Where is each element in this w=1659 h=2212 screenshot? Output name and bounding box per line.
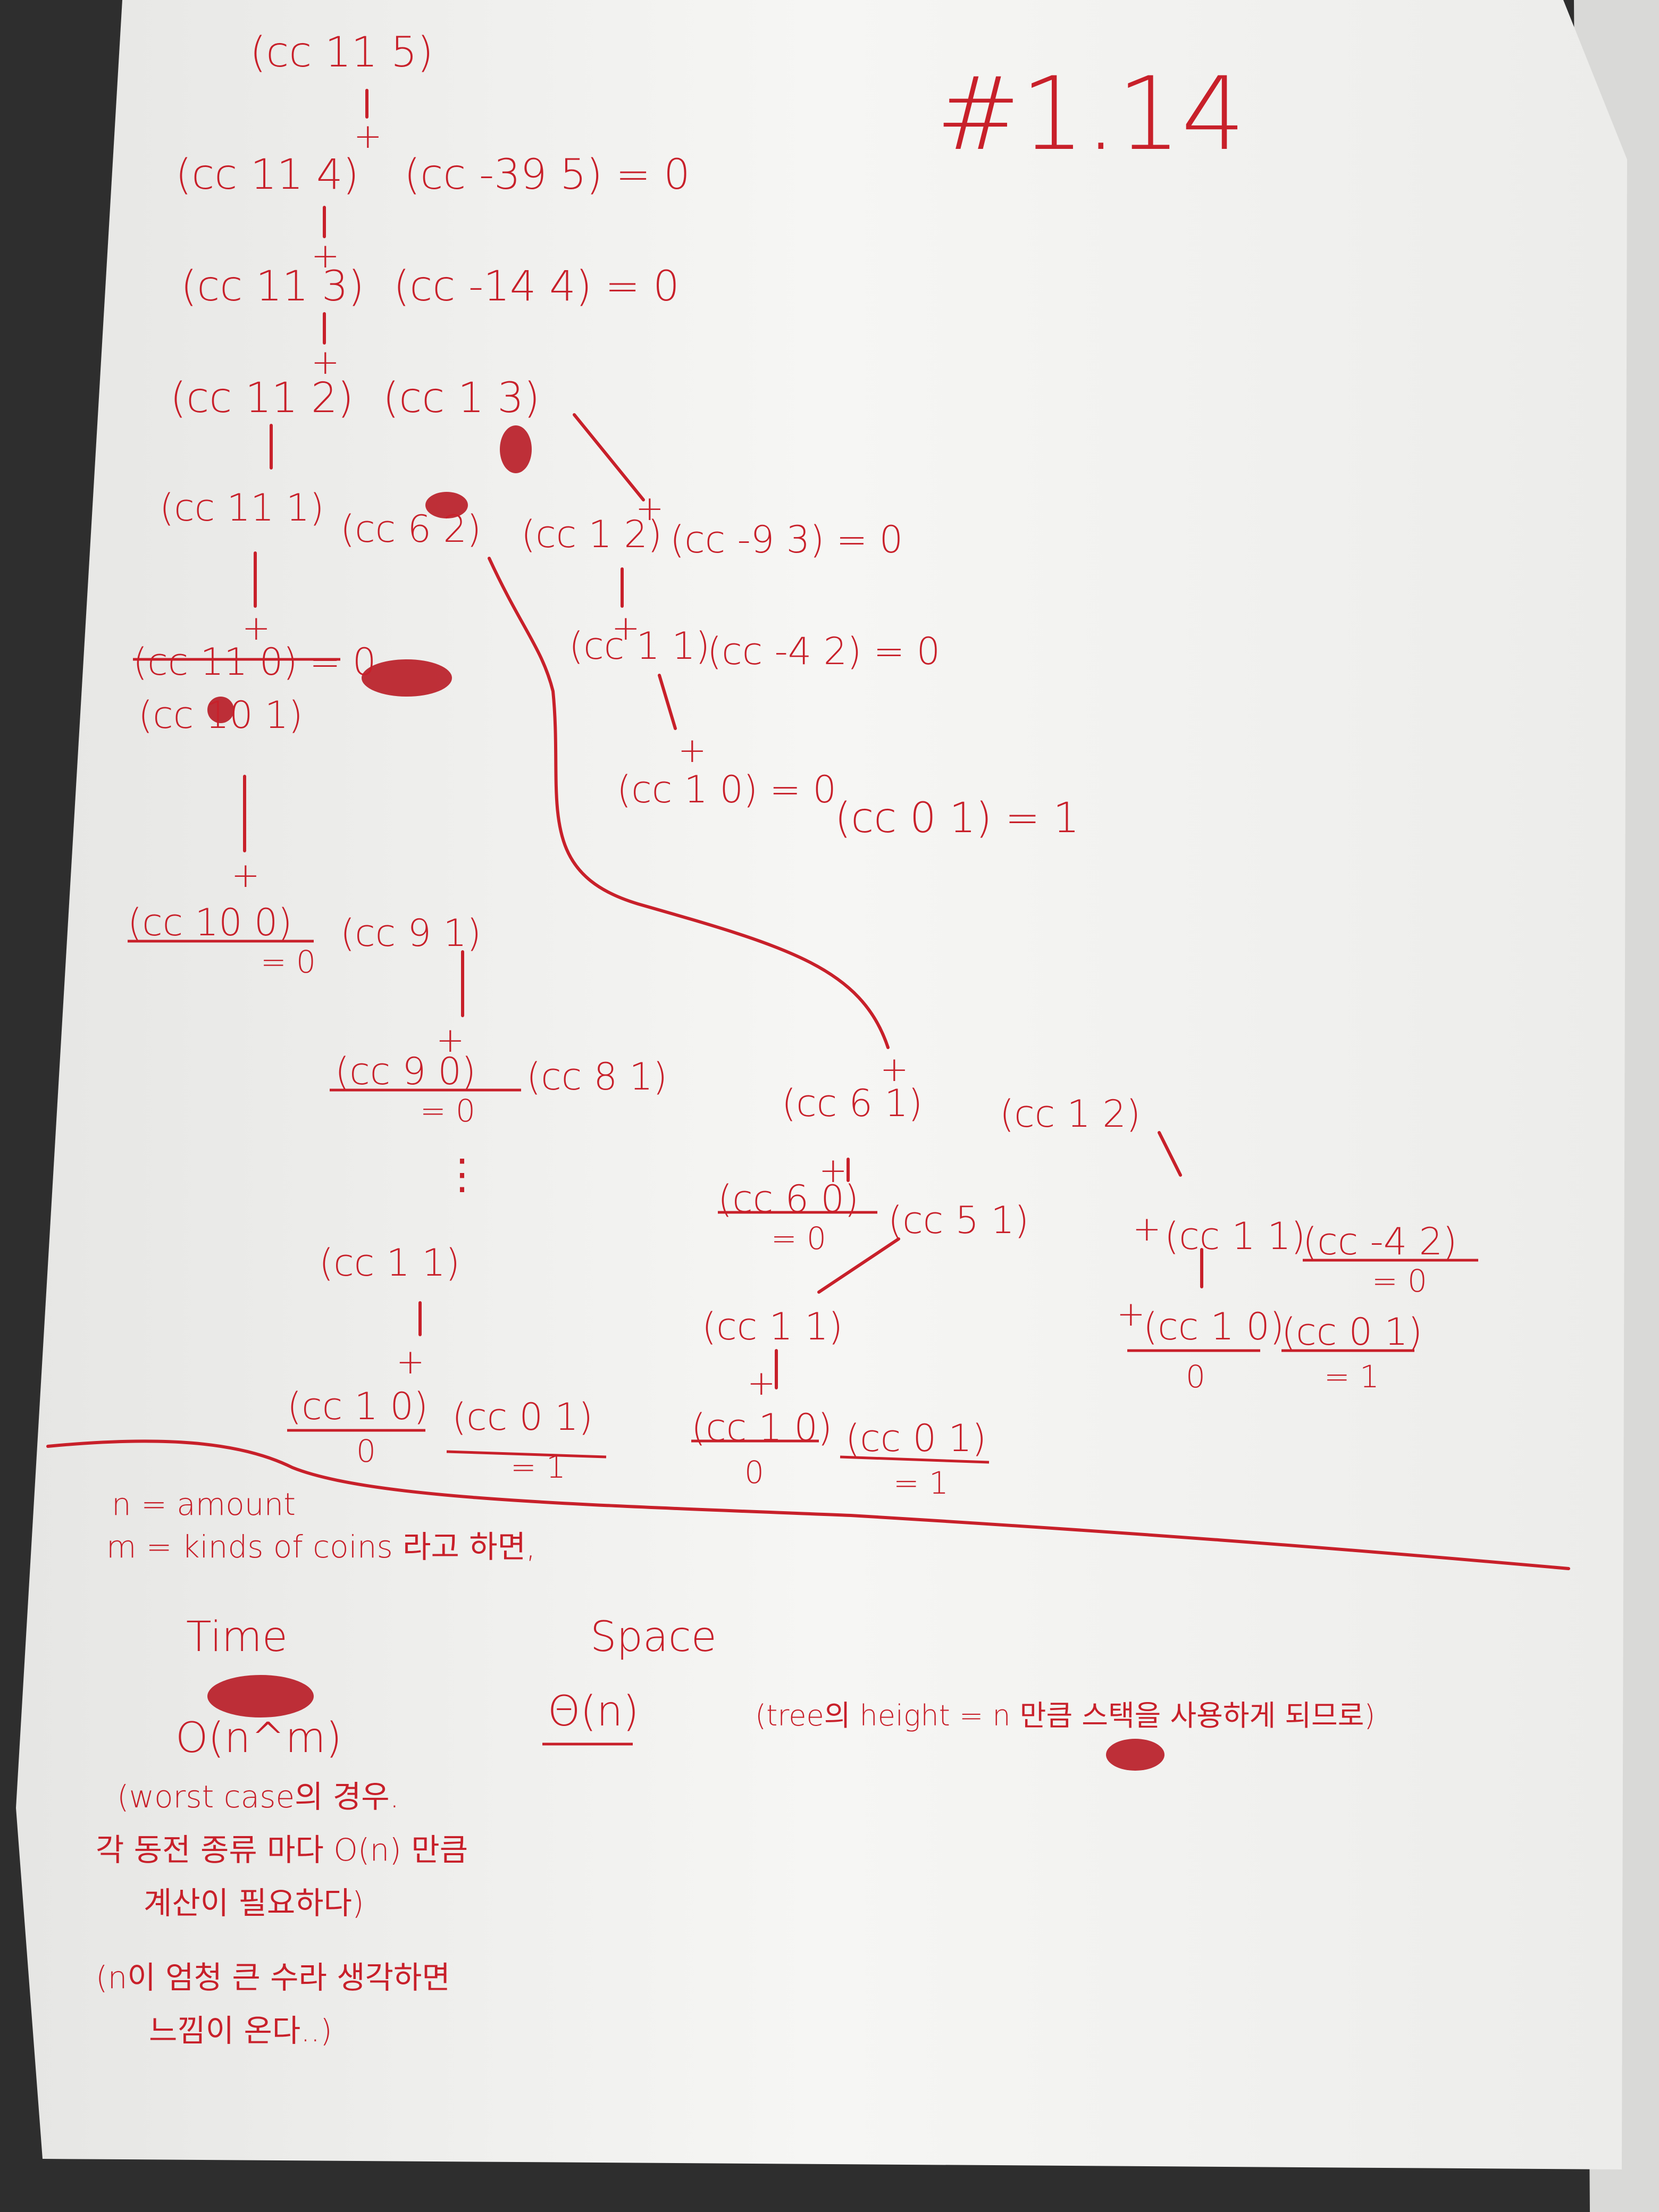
node-cc-1-0-d: (cc 1 0)	[1143, 1305, 1285, 1348]
tree-lines	[46, 89, 1570, 1570]
time-note-line-4: (n이 엄청 큰 수라 생각하면	[96, 1959, 450, 1996]
node-cc-1-0-b: (cc 1 0)	[287, 1385, 429, 1428]
node-cc-11-2: (cc 11 2)	[170, 374, 354, 422]
plus-sign: +	[635, 489, 664, 529]
paper-sheet	[16, 0, 1627, 2169]
root-node: (cc 11 5)	[250, 29, 434, 77]
node-cc-1-0-b-eq: 0	[356, 1433, 376, 1469]
node-cc-9-0: (cc 9 0)	[335, 1050, 476, 1093]
scribble-6	[1106, 1739, 1164, 1771]
time-note-line-5: 느낌이 온다..)	[149, 2013, 332, 2049]
node-cc-10-0: (cc 10 0)	[128, 901, 292, 944]
node-cc-0-1-c: (cc 0 1)	[845, 1417, 987, 1460]
plus-sign: +	[231, 856, 260, 895]
node-cc-0-1-b-eq: = 1	[510, 1449, 566, 1485]
node-cc-1-2: (cc 1 2)	[521, 513, 663, 556]
node-cc-1-1-a: (cc 1 1)	[569, 624, 710, 668]
definition-m: m = kinds of coins 라고 하면,	[106, 1529, 536, 1565]
node-cc-1-0-d-eq: 0	[1186, 1359, 1205, 1395]
node-cc-1-0-c-eq: 0	[744, 1454, 764, 1490]
plus-sign: +	[611, 609, 640, 648]
time-note-line-3: 계산이 필요하다)	[144, 1885, 364, 1921]
scribble-4	[207, 697, 234, 723]
node-cc-1-1-b: (cc 1 1)	[319, 1241, 460, 1285]
definition-n: n = amount	[112, 1486, 296, 1522]
node-cc-11-4: (cc 11 4)	[175, 151, 359, 199]
node-cc-1-1-c: (cc 1 1)	[1164, 1214, 1306, 1258]
node-cc-6-1: (cc 6 1)	[782, 1082, 923, 1125]
node-cc-0-1-d: (cc 0 1)	[1281, 1310, 1423, 1354]
node-cc-0-1-a: (cc 0 1) = 1	[835, 794, 1080, 842]
node-cc-11-0: (cc 11 0) = 0	[133, 640, 376, 684]
node-cc-6-0: (cc 6 0)	[718, 1177, 859, 1221]
node-cc-1-0-c: (cc 1 0)	[691, 1406, 833, 1449]
plus-sign: +	[311, 237, 340, 276]
space-complexity: Θ(n)	[548, 1688, 639, 1736]
time-note-line-2: 각 동전 종류 마다 O(n) 만큼	[96, 1832, 468, 1868]
ellipsis-dots: ⋮	[441, 1151, 483, 1199]
node-cc-0-1-c-eq: = 1	[893, 1465, 949, 1501]
node-cc-10-0-eq: = 0	[261, 944, 316, 980]
scribble-3	[362, 659, 452, 697]
node-cc-neg4-2-b-eq: = 0	[1372, 1263, 1427, 1299]
node-cc-1-1-d: (cc 1 1)	[702, 1305, 843, 1348]
space-note: (tree의 height = n 만큼 스택을 사용하게 되므로)	[755, 1699, 1376, 1732]
plus-sign: +	[354, 117, 382, 156]
node-cc-9-1: (cc 9 1)	[340, 911, 482, 955]
node-cc-11-1: (cc 11 1)	[160, 486, 324, 530]
scribble-5	[207, 1675, 314, 1717]
plus-sign: +	[880, 1050, 909, 1090]
plus-sign: +	[311, 343, 340, 382]
scribble-2	[425, 492, 468, 518]
plus-sign: +	[242, 609, 271, 648]
node-cc-8-1: (cc 8 1)	[526, 1055, 668, 1099]
space-label: Space	[590, 1613, 717, 1661]
node-cc-1-2-b: (cc 1 2)	[1000, 1092, 1141, 1136]
node-cc-1-0-a: (cc 1 0) = 0	[617, 768, 836, 811]
node-cc-0-1-d-eq: = 1	[1324, 1359, 1379, 1395]
time-complexity: O(n^m)	[175, 1714, 342, 1762]
plus-sign: +	[819, 1151, 848, 1191]
node-cc-0-1-b: (cc 0 1)	[452, 1395, 593, 1439]
node-cc-1-3: (cc 1 3)	[383, 374, 540, 422]
node-cc-neg9-3: (cc -9 3) = 0	[670, 518, 903, 562]
plus-sign: +	[1133, 1210, 1161, 1249]
node-cc-5-1: (cc 5 1)	[888, 1199, 1029, 1242]
scribble-1	[500, 425, 532, 473]
plus-sign: +	[1117, 1295, 1145, 1334]
node-cc-neg4-2-a: (cc -4 2) = 0	[707, 630, 941, 673]
time-note-line-1: (worst case의 경우.	[117, 1779, 400, 1815]
problem-number: #1.14	[936, 55, 1246, 173]
plus-sign: +	[436, 1021, 465, 1060]
node-cc-10-1: (cc 10 1)	[138, 693, 303, 737]
time-label: Time	[186, 1613, 288, 1661]
node-cc-6-2: (cc 6 2)	[340, 507, 482, 551]
node-cc-neg4-2-b: (cc -4 2)	[1303, 1220, 1457, 1263]
plus-sign: +	[396, 1343, 425, 1382]
node-cc-11-3: (cc 11 3)	[181, 263, 365, 311]
node-cc-6-0-eq: = 0	[771, 1220, 826, 1256]
underlines	[128, 658, 1478, 1746]
node-cc-neg39-5: (cc -39 5) = 0	[404, 151, 690, 199]
plus-sign: +	[747, 1364, 776, 1403]
node-cc-neg14-4: (cc -14 4) = 0	[393, 263, 680, 311]
node-cc-9-0-eq: = 0	[420, 1093, 475, 1129]
plus-sign: +	[678, 731, 707, 770]
